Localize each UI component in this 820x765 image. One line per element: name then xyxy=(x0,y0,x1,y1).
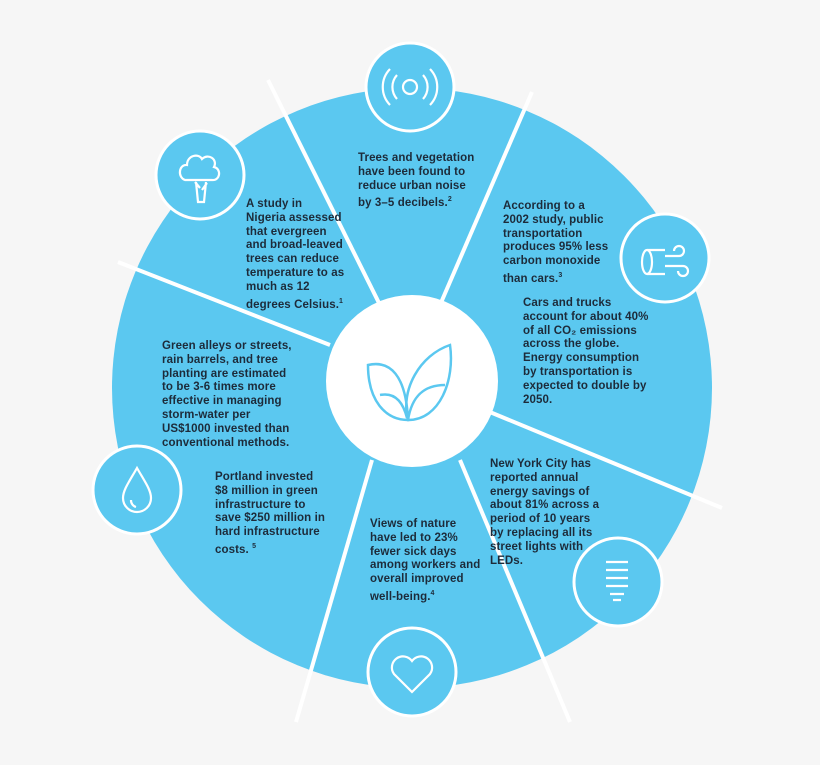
light-bulb-icon xyxy=(606,560,628,602)
icon-circle-tree xyxy=(154,129,246,221)
segment-temperature-text: A study in Nigeria assessed that evergre… xyxy=(246,198,345,311)
tree-icon xyxy=(178,154,221,204)
icon-circle-bulb xyxy=(572,536,664,628)
icon-circle-wind xyxy=(619,212,711,304)
icon-circle-heart xyxy=(366,626,458,718)
segment-stormwater-text: Green alleys or streets, rain barrels, a… xyxy=(162,340,292,449)
divider-line xyxy=(484,408,723,510)
segment-transport-text: According to a 2002 study, public transp… xyxy=(503,200,609,285)
segment-portland-text: Portland invested $8 million in green in… xyxy=(215,471,326,556)
divider-line xyxy=(458,459,572,723)
water-drop-icon xyxy=(121,465,153,514)
heart-icon xyxy=(390,655,434,694)
segment-nyc-text: New York City has reported annual energy… xyxy=(490,458,600,567)
divider-line xyxy=(117,260,331,347)
divider-line xyxy=(294,459,374,723)
icon-circle-top xyxy=(364,41,456,133)
icon-circle-drop xyxy=(91,444,183,536)
sound-waves-icon xyxy=(381,68,439,106)
wind-icon xyxy=(640,244,690,278)
segment-wellbeing-text: Views of nature have led to 23% fewer si… xyxy=(370,518,481,603)
dividers xyxy=(117,79,723,723)
divider-line xyxy=(438,91,534,306)
segment-emissions-text: Cars and trucks account for about 40% of… xyxy=(523,297,649,406)
segment-noise-text: Trees and vegetation have been found to … xyxy=(358,152,475,210)
divider-line xyxy=(266,79,382,306)
leaves-icon xyxy=(366,343,453,422)
